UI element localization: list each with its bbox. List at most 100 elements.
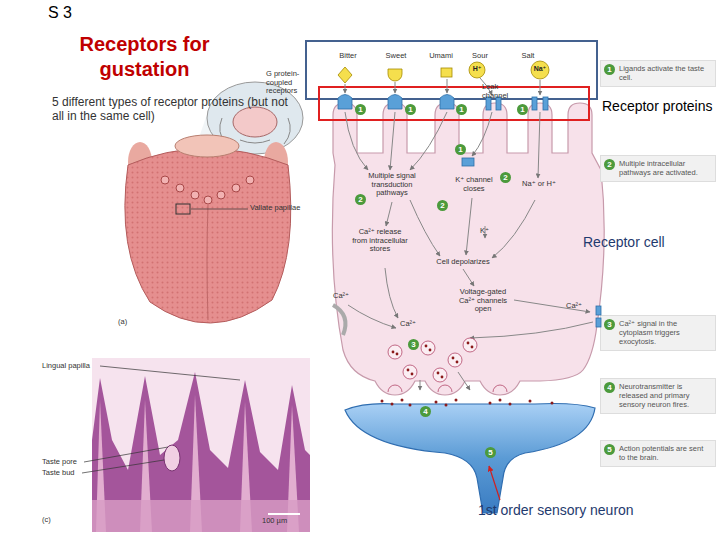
receptor-symbol [496,97,501,110]
histology-micrograph [84,447,168,462]
receptor-symbol [338,95,352,110]
tongue-illustration [264,142,288,182]
exocytosis-pore [388,385,507,392]
receptor-protein-box: Receptor proteins [318,86,590,121]
node-text: Ca²⁺ signal in the cytoplasm triggers ex… [619,319,711,346]
node-text: Multiple intracellular pathways are acti… [619,159,711,177]
node-text: Ligands activate the taste cell. [619,64,711,82]
tongue-illustration [175,135,239,157]
neurotransmitter [411,373,414,376]
vesicle [403,365,417,379]
pathway-arrow [395,82,396,93]
pathway-arrow [480,78,492,95]
histology-micrograph [240,402,252,532]
neurotransmitter [391,403,394,406]
vesicle [433,368,447,382]
sensory-neuron-outline [345,404,595,514]
neurotransmitter [381,400,384,403]
pathway-arrow [345,78,593,390]
neurotransmitter [407,369,410,372]
subtitle-note: 5 different types of receptor proteins (… [52,96,292,124]
exocytosis-pore [493,385,507,392]
pathway-arrow [345,84,346,93]
histology-micrograph [82,460,164,473]
pathway-arrow [345,112,368,170]
tongue-illustration [232,184,240,192]
pathway-arrow [472,112,492,156]
neurotransmitter [455,399,458,402]
step-box: 2 Multiple intracellular pathways are act… [600,155,716,182]
tongue-illustration [161,176,169,184]
pathway-arrow [447,79,448,93]
step-number: 3 [604,319,615,330]
slide-number: S 3 [48,4,88,22]
tongue-illustration [161,176,254,204]
step-box: 5Action potentials are sent to the brain… [600,440,716,467]
pathway-arrow [538,112,540,178]
panel-letter: (a) [118,318,138,327]
histology-micrograph [92,500,310,532]
histology-micrograph [96,395,299,532]
neurotransmitter [529,400,532,403]
node-text: Umami [426,52,456,61]
neurotransmitter [409,404,412,407]
sensory-neuron-outline [345,398,595,513]
neurotransmitter [392,351,395,354]
step-number: 2 [604,159,615,170]
step-box: 3 Ca²⁺ signal in the cytoplasm triggers e… [600,315,716,351]
neurotransmitter [551,402,554,405]
step-box: 1Ligands activate the taste cell. [600,60,716,87]
vesicle [388,338,477,382]
receptor-symbol [338,95,601,328]
exocytosis-pore [438,385,452,392]
scale-label: 100 µm [262,517,306,526]
node-text: Bitter [335,52,361,61]
histology-micrograph [100,366,240,380]
tongue-illustration [220,118,291,144]
pathway-arrow [470,322,593,338]
pathway-arrow [463,269,474,286]
ion-label: Na⁺ [531,65,549,73]
pathway-arrow [410,112,447,170]
neurotransmitter [467,342,470,345]
pathway-arrow [492,200,535,258]
ligand [469,62,485,78]
part-label: Taste bud [42,469,92,478]
receptor-symbol [440,95,454,110]
neurotransmitter [509,403,512,406]
neurotransmitter [401,399,404,402]
part-label: Vallate papillae [250,204,312,213]
part-label: Lingual papilla [42,362,102,371]
slide-title: Receptors for gustation [57,32,232,82]
ligand [531,61,549,79]
pathway-arrow [420,380,421,390]
tongue-illustration [125,149,291,324]
histology-micrograph [92,358,310,532]
histology-micrograph [190,395,202,532]
tongue-illustration [176,100,300,204]
vesicle [421,341,435,355]
tongue-illustration [191,191,199,199]
node-text: Salt [517,52,539,61]
histology-micrograph [96,400,106,532]
ligand [338,61,549,83]
tongue-illustration [207,205,208,320]
neurotransmitter [471,346,474,349]
intracellular-store [333,305,345,335]
histology-micrograph [82,358,310,532]
neurotransmitter [437,372,440,375]
neurotransmitter [435,401,438,404]
tongue-illustration [128,142,152,182]
tongue-illustration [191,209,248,210]
step-number: 4 [604,382,615,393]
receptor-symbol [462,158,474,166]
histology-micrograph [164,445,180,471]
tongue-illustration [204,196,212,204]
sensory-neuron: 1st order sensory neuron [345,398,595,513]
pathway-arrow [410,200,440,256]
receptor-symbol [486,97,491,110]
receptor-cell: Receptor cell [325,95,610,400]
node-text: Action potentials are sent to the brain. [619,444,711,462]
pathway-arrow [390,112,395,170]
